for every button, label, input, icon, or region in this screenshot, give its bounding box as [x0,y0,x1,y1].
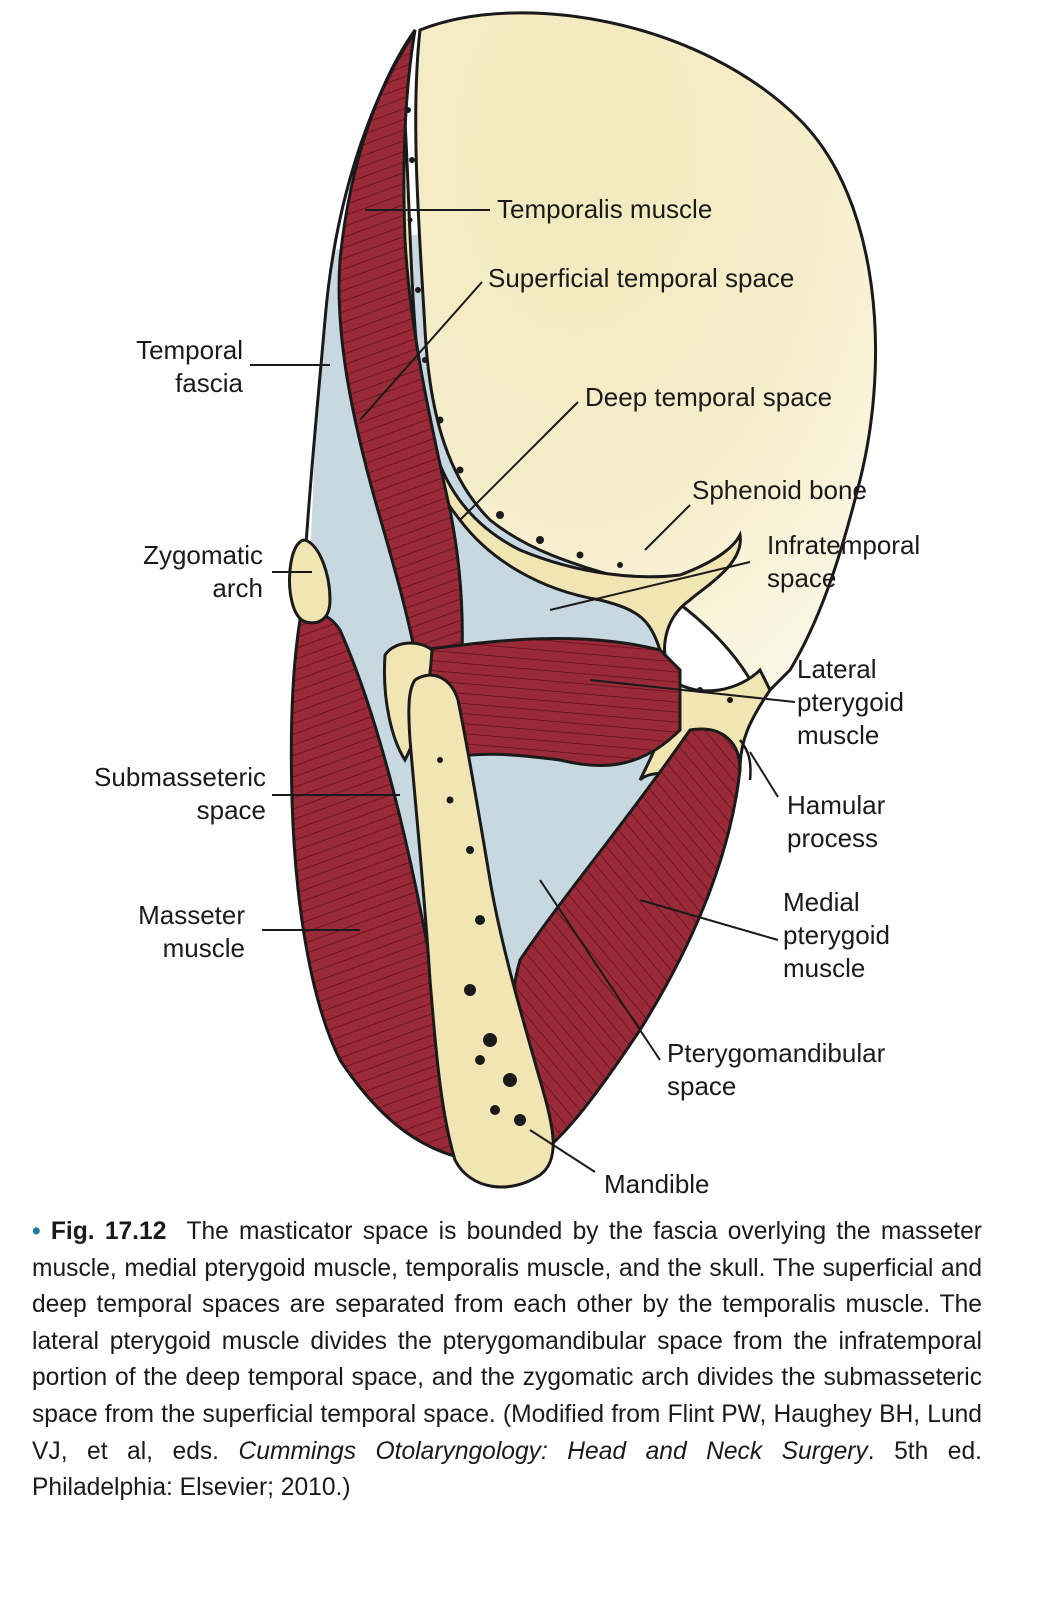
label-mandible: Mandible [604,1169,710,1199]
label-superficial-temporal-space: Superficial temporal space [488,263,795,293]
label-zygomatic-arch: Zygomatic arch [143,540,263,603]
label-masseter-muscle: Masseter muscle [138,900,245,963]
label-medial-pterygoid-muscle: Medial pterygoid muscle [783,887,890,983]
anatomy-illustration [250,11,878,1189]
medial-pterygoid-muscle [510,727,742,1153]
label-deep-temporal-space: Deep temporal space [585,382,833,412]
leader-pterygomandibular [539,879,661,1061]
leader-lines [250,209,796,1173]
figure-caption: • Fig. 17.12 The masticator space is bou… [32,1214,982,1507]
leader-medial-pterygoid [639,899,779,941]
label-lateral-pterygoid-muscle: Lateral pterygoid muscle [797,654,904,750]
leader-deep-temporal [459,401,579,521]
leader-superficial-temporal [359,281,483,421]
masticator-space-diagram: Temporalis muscle Superficial temporal s… [94,11,921,1199]
hamular-process [739,739,752,781]
label-sphenoid-bone: Sphenoid bone [692,475,867,505]
caption-text: The masticator space is bounded by the f… [32,1218,982,1465]
leader-sphenoid [644,504,691,551]
label-submasseteric-space: Submasseteric space [94,762,266,825]
leader-lateral-pterygoid [589,679,796,703]
leader-infratemporal [549,561,751,611]
bone-texture [405,107,733,1126]
caption-book-title: Cummings Otolaryngology: Head and Neck S… [238,1437,868,1465]
temporal-fascia [303,35,414,561]
label-hamular-process: Hamular process [787,790,886,853]
caption-figure-number: Fig. 17.12 [50,1218,167,1245]
lateral-pterygoid-muscle [418,636,682,768]
label-temporal-fascia: Temporal fascia [136,335,243,398]
zygomatic-arch [288,538,332,625]
label-temporalis-muscle: Temporalis muscle [497,194,713,224]
label-pterygomandibular-space: Pterygomandibular space [667,1038,886,1101]
mandible [407,673,555,1189]
caption-bullet: • [32,1218,41,1245]
label-infratemporal-space: Infratemporal space [767,530,921,593]
leader-hamular [749,751,779,798]
caption-edition: . 5th ed. Philadelphia: Elsevier; 2010.) [32,1437,982,1502]
leader-mandible [529,1129,596,1173]
